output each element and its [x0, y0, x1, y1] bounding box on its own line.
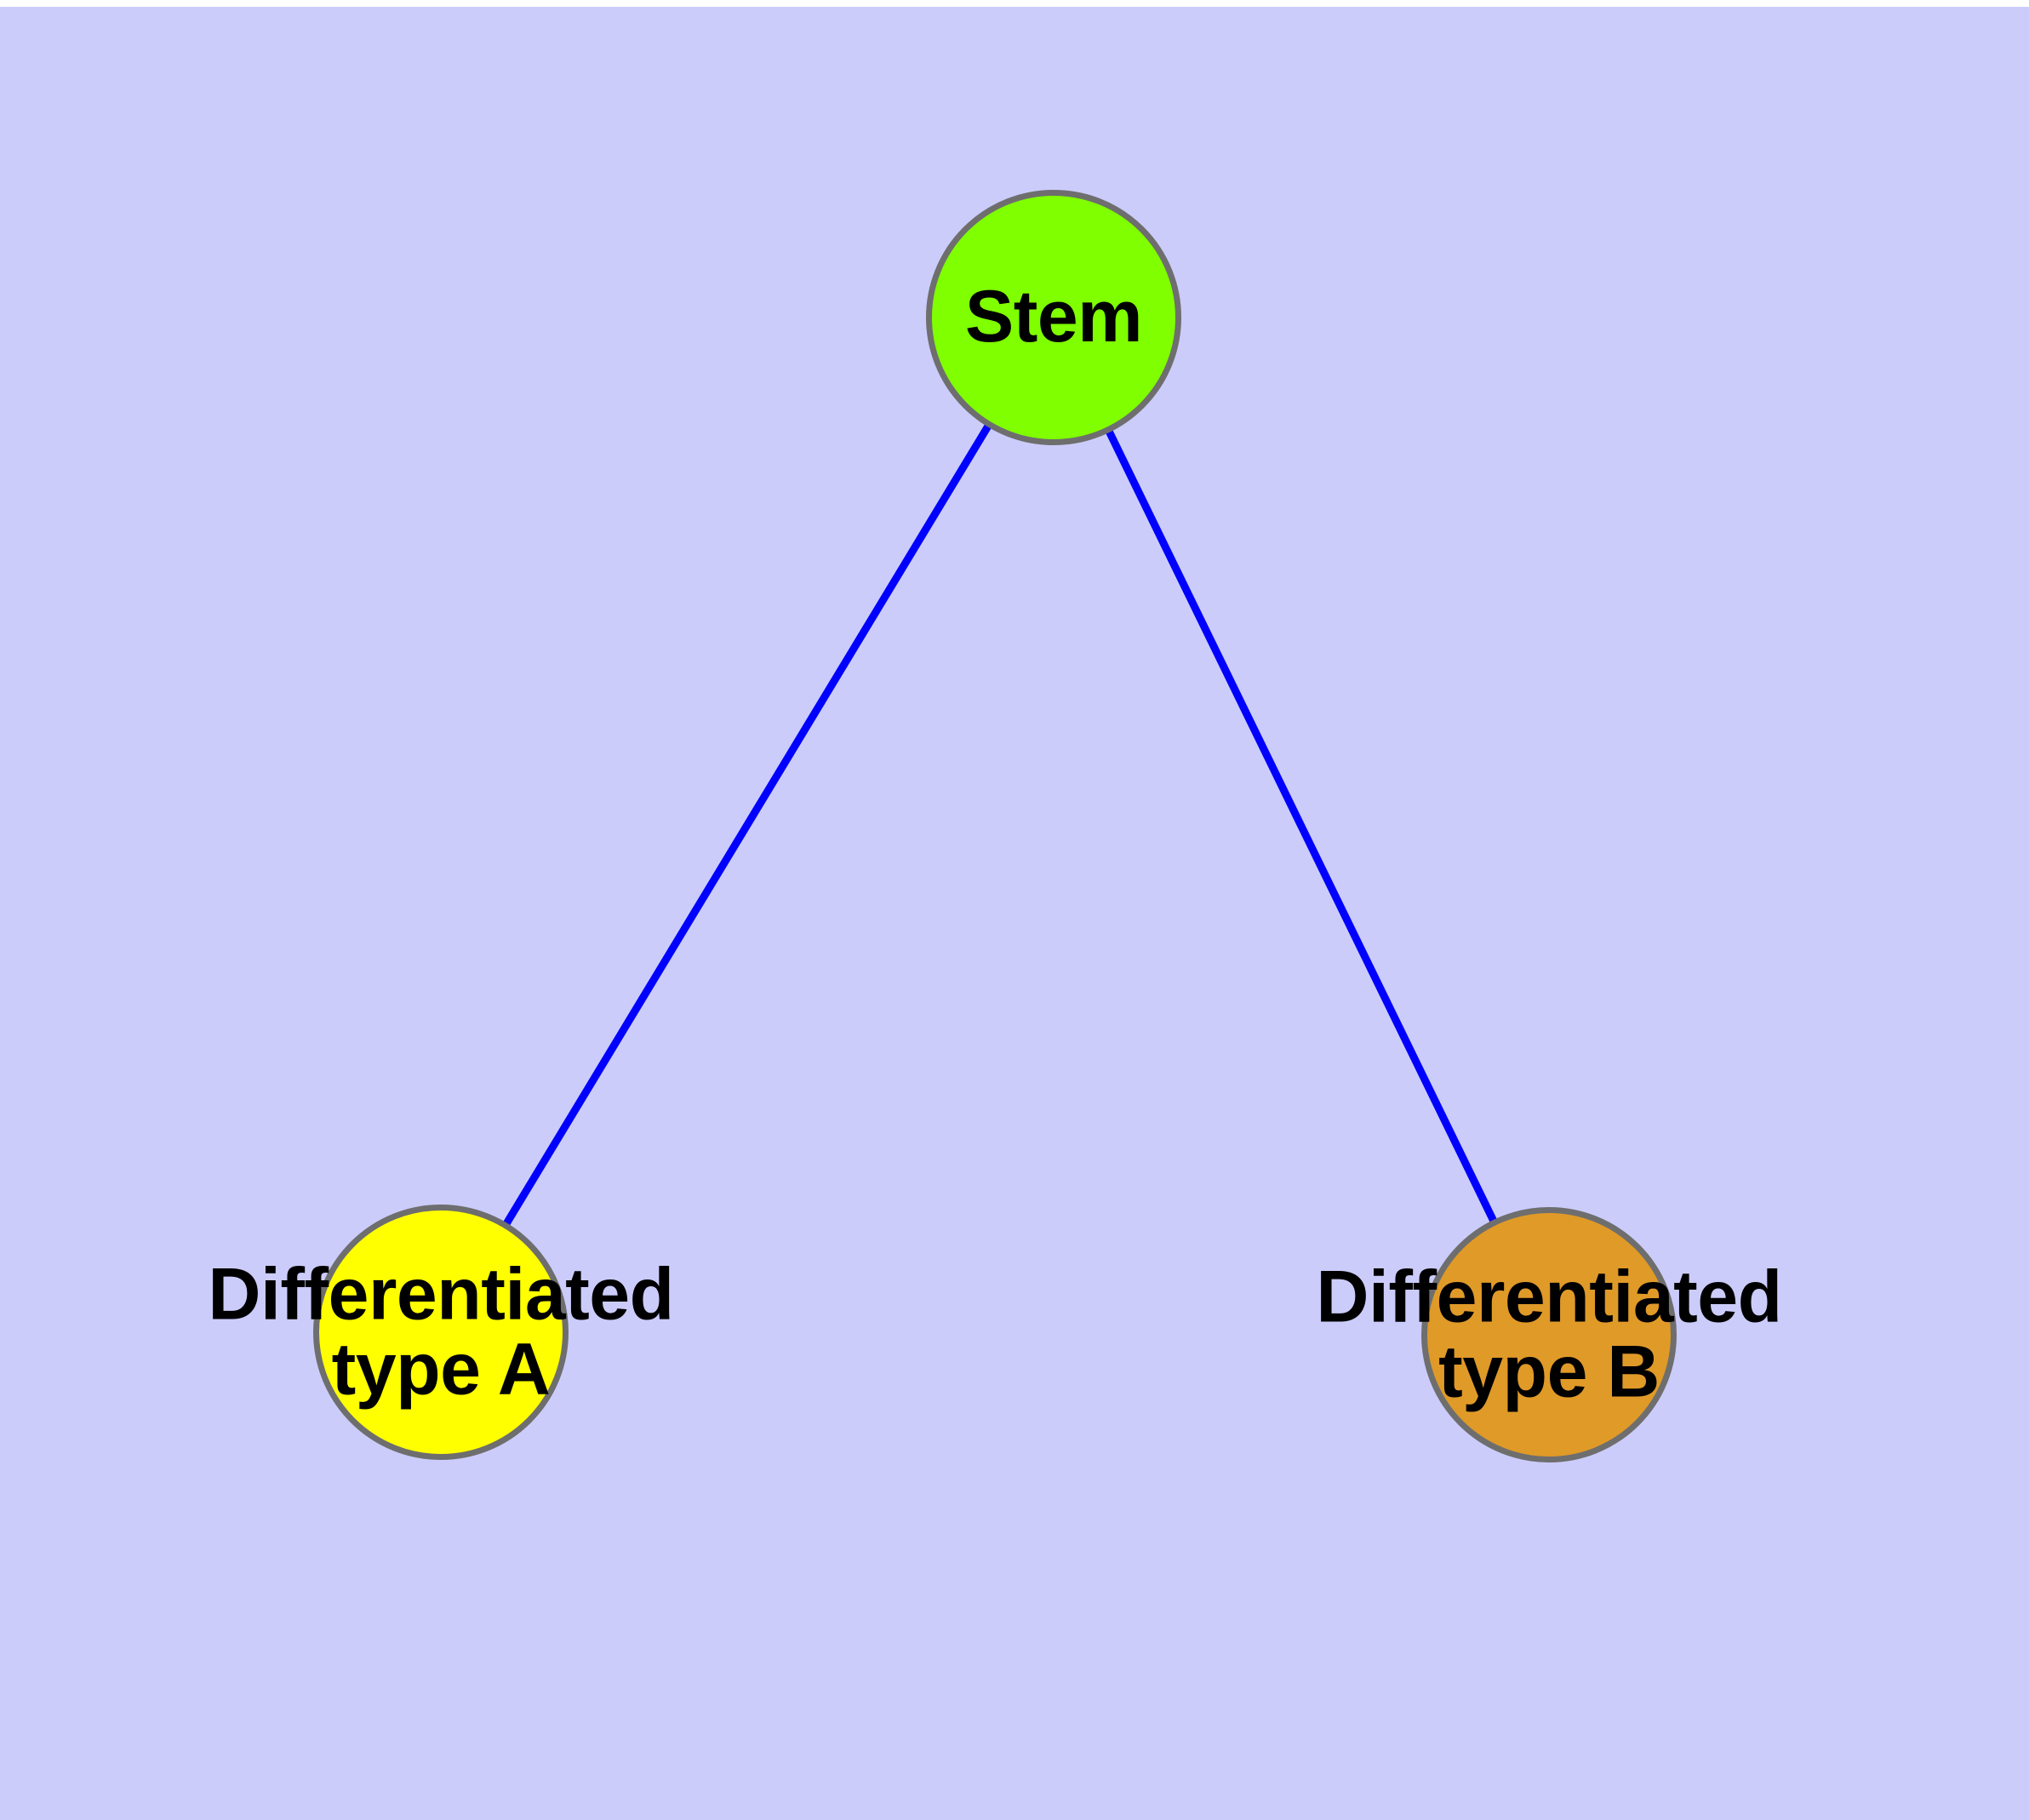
graph-node-diff_a[interactable]: [313, 1205, 569, 1460]
graph-edge-stem-to-diff-a: [501, 421, 993, 1228]
nodes-layer: [313, 190, 1677, 1462]
graph-node-diff_b[interactable]: [1421, 1207, 1677, 1462]
edges-layer: [501, 421, 1499, 1228]
graph-node-stem[interactable]: [926, 190, 1181, 445]
graph-edge-stem-to-diff-b: [1104, 427, 1499, 1225]
